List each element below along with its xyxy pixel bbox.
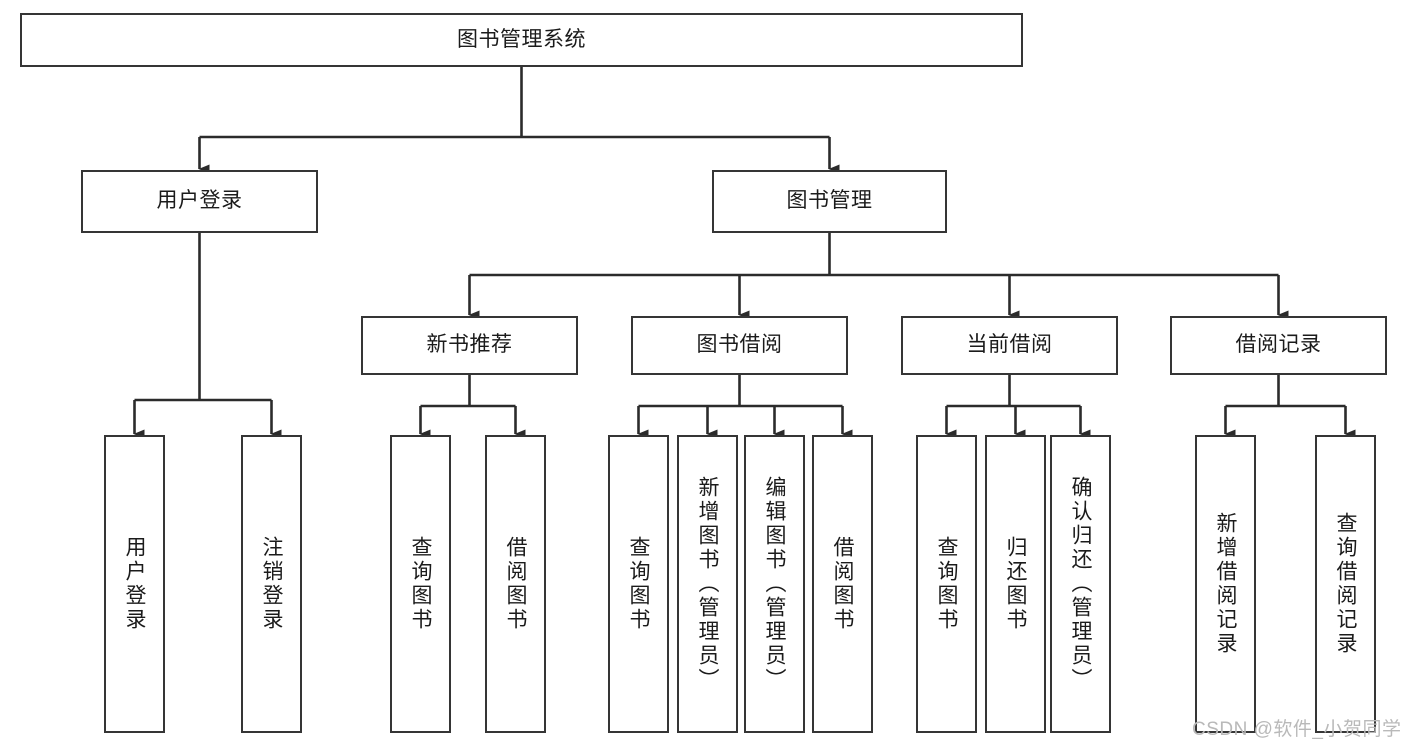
node-label: 用户登录 <box>156 189 243 213</box>
node-leaf-edit-book-admin[interactable]: 编辑图书（管理员） <box>744 435 805 733</box>
node-label: 借阅图书 <box>504 536 527 632</box>
node-label: 查询图书 <box>627 536 650 632</box>
node-leaf-add-book-admin[interactable]: 新增图书（管理员） <box>677 435 738 733</box>
node-leaf-query-book-borrow[interactable]: 查询图书 <box>608 435 669 733</box>
node-user-login[interactable]: 用户登录 <box>81 170 318 233</box>
node-leaf-borrow-book[interactable]: 借阅图书 <box>812 435 873 733</box>
node-label: 图书借阅 <box>696 333 783 357</box>
node-leaf-borrow-book-recommend[interactable]: 借阅图书 <box>485 435 546 733</box>
node-label: 新增借阅记录 <box>1214 512 1237 656</box>
node-label: 当前借阅 <box>966 333 1053 357</box>
node-label: 查询借阅记录 <box>1334 512 1357 656</box>
node-new-book-recommend[interactable]: 新书推荐 <box>361 316 578 375</box>
node-leaf-logout[interactable]: 注销登录 <box>241 435 302 733</box>
node-label: 新书推荐 <box>426 333 513 357</box>
node-label: 查询图书 <box>409 536 432 632</box>
csdn-watermark: CSDN @软件_小贺同学 <box>1192 719 1402 740</box>
node-book-manage[interactable]: 图书管理 <box>712 170 947 233</box>
node-label: 图书管理系统 <box>457 27 586 51</box>
node-label: 编辑图书（管理员） <box>763 476 786 692</box>
node-leaf-return-book[interactable]: 归还图书 <box>985 435 1046 733</box>
node-label: 图书管理 <box>786 189 873 213</box>
node-label: 借阅图书 <box>831 536 854 632</box>
node-label: 注销登录 <box>260 536 283 632</box>
node-leaf-user-login[interactable]: 用户登录 <box>104 435 165 733</box>
node-current-borrow[interactable]: 当前借阅 <box>901 316 1118 375</box>
node-book-borrow[interactable]: 图书借阅 <box>631 316 848 375</box>
node-borrow-record[interactable]: 借阅记录 <box>1170 316 1387 375</box>
node-label: 用户登录 <box>123 536 146 632</box>
node-label: 借阅记录 <box>1235 333 1322 357</box>
node-leaf-query-book-current[interactable]: 查询图书 <box>916 435 977 733</box>
node-label: 归还图书 <box>1004 536 1027 632</box>
node-leaf-query-borrow-record[interactable]: 查询借阅记录 <box>1315 435 1376 733</box>
node-label: 查询图书 <box>935 536 958 632</box>
node-leaf-add-borrow-record[interactable]: 新增借阅记录 <box>1195 435 1256 733</box>
node-root[interactable]: 图书管理系统 <box>20 13 1023 67</box>
node-label: 确认归还（管理员） <box>1069 476 1092 692</box>
node-label: 新增图书（管理员） <box>696 476 719 692</box>
node-leaf-confirm-return-admin[interactable]: 确认归还（管理员） <box>1050 435 1111 733</box>
node-leaf-query-book-recommend[interactable]: 查询图书 <box>390 435 451 733</box>
